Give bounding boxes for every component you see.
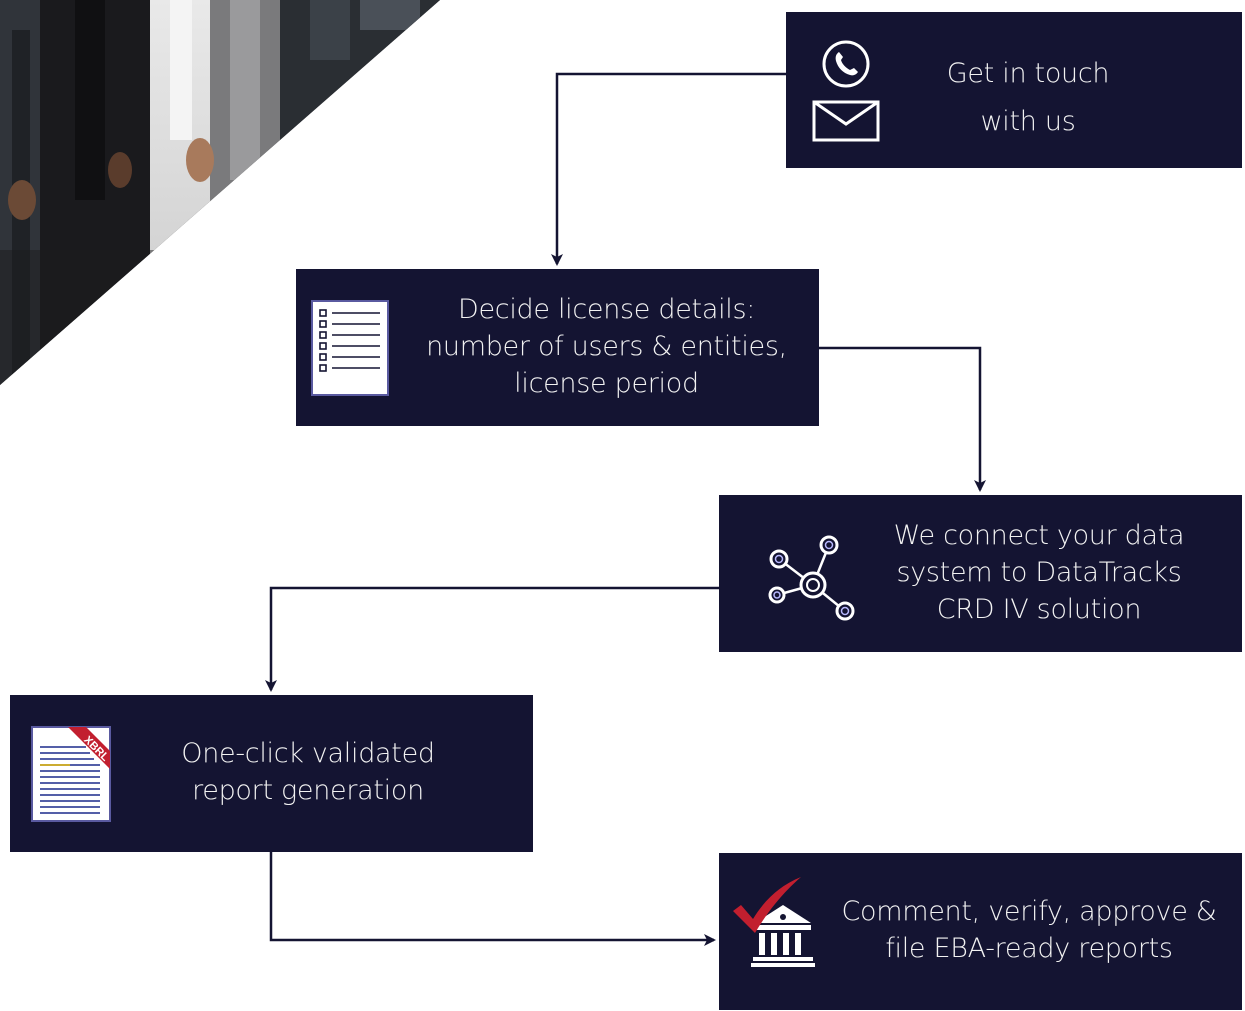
- text-line: CRD IV solution: [936, 594, 1142, 625]
- xbrl-document-icon: XBRL: [31, 726, 111, 822]
- step-get-in-touch-text: Get in touch with us: [896, 50, 1160, 146]
- phone-icon: [822, 40, 870, 88]
- step-file-reports[interactable]: Comment, verify, approve & file EBA-read…: [719, 853, 1242, 1010]
- network-icon: [768, 535, 855, 621]
- text-line: number of users & entities,: [426, 331, 787, 362]
- text-line: Get in touch: [946, 58, 1110, 89]
- connector-contact-to-license: [551, 72, 786, 266]
- text-line: with us: [980, 106, 1076, 137]
- step-connect-data[interactable]: We connect your data system to DataTrack…: [719, 495, 1242, 652]
- step-get-in-touch[interactable]: Get in touch with us: [786, 12, 1242, 168]
- step-decide-license-text: Decide license details: number of users …: [414, 291, 799, 402]
- connector-license-to-connect: [819, 346, 986, 492]
- step-report-generation-text: One-click validated report generation: [168, 735, 448, 809]
- checklist-icon: [311, 300, 389, 396]
- text-line: One-click validated: [181, 738, 435, 769]
- step-file-reports-text: Comment, verify, approve & file EBA-read…: [839, 893, 1219, 967]
- text-line: report generation: [192, 775, 424, 806]
- text-line: license period: [514, 368, 699, 399]
- step-report-generation[interactable]: XBRL One-click validated report generati…: [10, 695, 533, 852]
- text-line: We connect your data: [893, 520, 1185, 551]
- connector-report-to-file: [269, 852, 716, 946]
- checkmark-icon: [733, 877, 801, 933]
- text-line: file EBA-ready reports: [885, 933, 1173, 964]
- text-line: Comment, verify, approve &: [841, 896, 1217, 927]
- connector-connect-to-report: [265, 586, 719, 692]
- bank-building-icon: [733, 877, 815, 967]
- mail-icon: [812, 100, 880, 142]
- step-connect-data-text: We connect your data system to DataTrack…: [877, 517, 1201, 628]
- step-decide-license[interactable]: Decide license details: number of users …: [296, 269, 819, 426]
- text-line: Decide license details:: [457, 294, 756, 325]
- text-line: system to DataTracks: [896, 557, 1182, 588]
